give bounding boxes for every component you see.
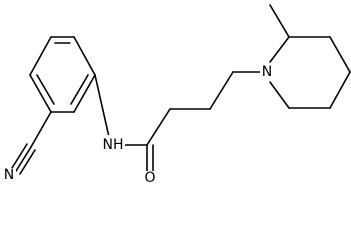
piperidine-bond-6	[269, 81, 290, 109]
chain-bond-3	[209, 71, 234, 110]
benzene-ring	[29, 36, 96, 113]
triple-bond-line-2	[11, 143, 28, 169]
piperidine-nitrogen-label: N	[262, 64, 272, 80]
piperidine-bond-4	[329, 71, 351, 109]
aryl-to-nh-bond	[94, 74, 110, 138]
triple-bond-line-1	[15, 146, 32, 172]
ring-bond-4	[73, 74, 96, 113]
ring-bond-3	[73, 36, 96, 76]
carbonyl-oxygen-label-background	[143, 171, 157, 185]
chemical-structure-diagram: NH O N N	[2, 4, 351, 185]
piperidine-ring	[269, 4, 351, 109]
methyl-bond	[269, 4, 290, 38]
triple-bond-line-3	[19, 149, 36, 175]
nitrile-nitrogen-label: N	[4, 167, 14, 183]
ring-bond-1	[29, 36, 52, 76]
amide-nitrogen-label: NH	[103, 137, 124, 153]
ring-bond-4-inner	[70, 74, 89, 105]
chain-bond-1	[146, 108, 171, 146]
nitrile-group	[11, 111, 52, 175]
piperidine-nitrogen-label-background	[260, 64, 274, 80]
aryl-to-nitrile-carbon-bond	[30, 111, 52, 148]
piperidine-bond-3	[329, 36, 351, 73]
nitrile-nitrogen-label-background	[2, 168, 16, 182]
ring-bond-6-inner	[36, 74, 55, 105]
piperidine-bond-1	[269, 36, 290, 63]
amide-nh-label-background	[101, 135, 125, 155]
amide-linker	[94, 71, 261, 173]
ring-bond-6	[29, 74, 52, 113]
carbonyl-oxygen-label: O	[144, 170, 155, 185]
atom-labels: NH O N N	[2, 64, 274, 185]
